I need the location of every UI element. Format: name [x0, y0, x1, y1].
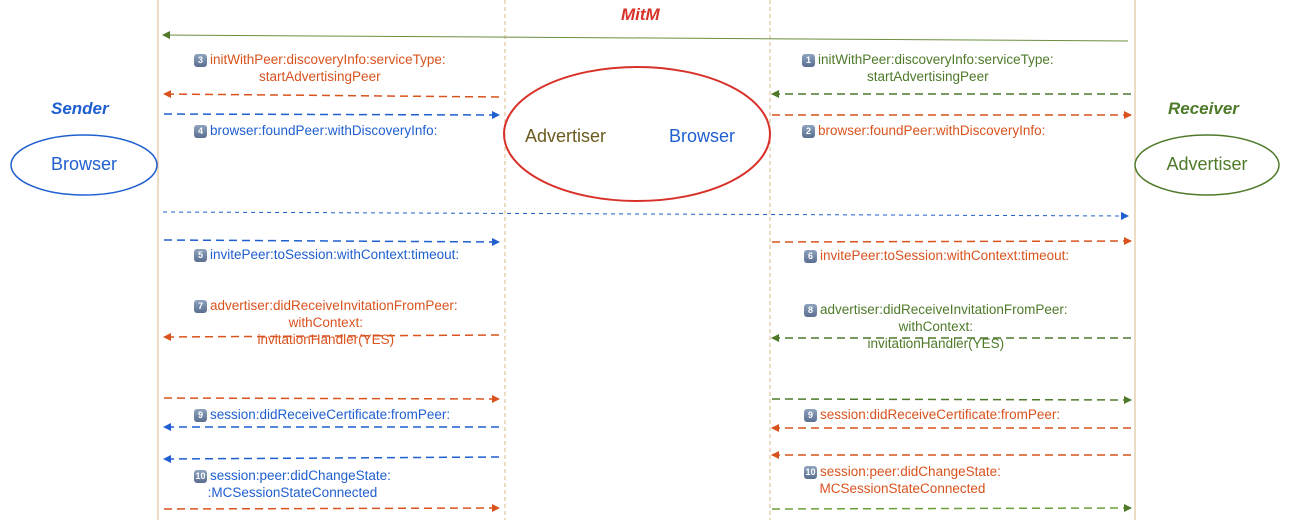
mitm-advertiser-label: Advertiser [525, 126, 607, 146]
mitm-browser-label: Browser [669, 126, 736, 146]
step-badge-5: 5 [194, 249, 207, 262]
sender-node-ellipse [10, 134, 158, 196]
arrow-7 [163, 332, 500, 341]
arrow-3 [163, 90, 500, 99]
arrow-9a-sender [163, 394, 500, 403]
arrow-4 [163, 110, 500, 119]
step-badge-3: 3 [194, 54, 207, 67]
arrow-passthrough [162, 211, 1129, 220]
arrow-initial [162, 31, 1129, 42]
receiver-node-label: Advertiser [1166, 154, 1248, 174]
receiver-title: Receiver [1168, 99, 1239, 118]
arrow-6 [771, 237, 1132, 246]
step-badge-8: 8 [804, 304, 817, 317]
mitm-title: MitM [621, 5, 660, 24]
receiver-node-ellipse [1134, 134, 1280, 196]
step-badge-1: 1 [802, 54, 815, 67]
sender-node-label: Browser [50, 154, 118, 174]
step-badge-4: 4 [194, 125, 207, 138]
arrow-10b-receiver [771, 504, 1132, 513]
sender-title: Sender [51, 99, 109, 118]
arrow-9a-receiver [771, 395, 1132, 404]
step-badge-9-sender: 9 [194, 409, 207, 422]
step-badge-10-receiver: 10 [804, 466, 817, 479]
arrow-5 [163, 237, 500, 246]
step-badge-7: 7 [194, 300, 207, 313]
step-badge-9-receiver: 9 [804, 409, 817, 422]
step-badge-6: 6 [804, 250, 817, 263]
arrow-10b-sender [163, 504, 500, 513]
step-badge-10-sender: 10 [194, 470, 207, 483]
step-badge-2: 2 [802, 125, 815, 138]
mitm-node-ellipse [503, 66, 771, 202]
arrow-10a-sender [163, 454, 500, 463]
